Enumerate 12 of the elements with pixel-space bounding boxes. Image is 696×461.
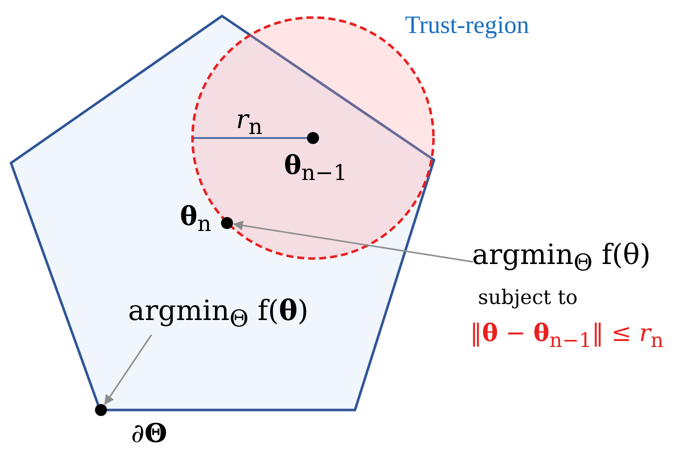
radius-label: r$_{n}$ xyxy=(236,106,262,140)
point-label: ∂Θ xyxy=(131,420,168,449)
region-title: Trust-region xyxy=(405,12,530,40)
objective-text: argmin$_{Θ}$ f(θ) xyxy=(472,240,651,276)
leader-arrow xyxy=(232,220,474,263)
point-label: θ$_{n−1}$ xyxy=(284,152,348,186)
point-marker xyxy=(95,404,107,416)
objective-text: argmin$_{Θ}$ f(θ) xyxy=(128,296,308,332)
constraint-caption: subject to xyxy=(478,286,578,308)
point-label: θ$_{n}$ xyxy=(180,203,212,238)
leader-arrow xyxy=(104,334,152,406)
constraint-formula: ‖θ − θ$_{n−1}$‖ ≤ r$_{n}$ xyxy=(470,320,664,351)
